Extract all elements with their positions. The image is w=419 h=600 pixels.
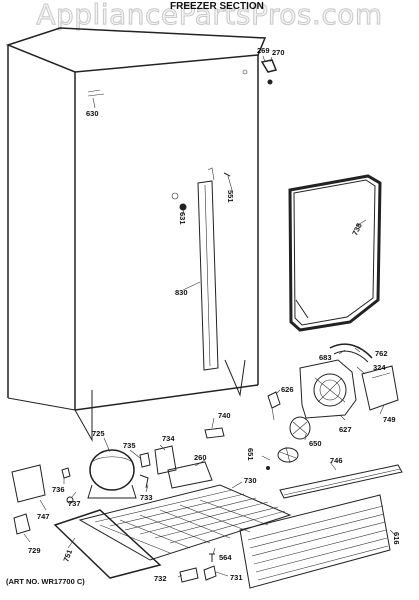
fan-blade-651 xyxy=(266,446,299,470)
section-title: FREEZER SECTION xyxy=(170,1,264,12)
screw-551 xyxy=(223,172,231,177)
callout-738: 738 xyxy=(350,222,363,237)
freezer-cabinet xyxy=(5,27,267,442)
callout-729: 729 xyxy=(28,546,41,555)
callout-746: 746 xyxy=(330,456,343,465)
condenser-coil-730 xyxy=(78,484,292,561)
cover-749 xyxy=(361,365,399,411)
part-729 xyxy=(13,513,31,535)
callout-630: 630 xyxy=(86,109,99,118)
callout-749: 749 xyxy=(383,415,396,424)
callout-751: 751 xyxy=(61,548,74,563)
callout-737: 737 xyxy=(68,499,81,508)
screw-564 xyxy=(209,553,215,562)
callout-733: 733 xyxy=(140,493,153,502)
callout-616: 616 xyxy=(392,532,401,545)
callout-324: 324 xyxy=(373,363,386,372)
callout-830: 830 xyxy=(175,288,188,297)
base-pan-751 xyxy=(53,509,162,579)
watermark: AppliancePartsPros.com xyxy=(36,0,383,32)
compressor-725 xyxy=(87,449,137,499)
grille-616 xyxy=(239,494,391,589)
callout-683: 683 xyxy=(319,353,332,362)
callout-650: 650 xyxy=(309,439,322,448)
callout-762: 762 xyxy=(375,349,388,358)
callout-269: 269 xyxy=(257,46,270,55)
leader-lines xyxy=(23,55,397,578)
fan-motor-650 xyxy=(289,416,311,440)
callout-260: 260 xyxy=(194,453,207,462)
bracket-747 xyxy=(11,464,46,503)
art-number: (ART NO. WR17700 C) xyxy=(6,577,85,586)
pad-732 xyxy=(179,567,199,583)
small-parts xyxy=(139,445,213,489)
channel-746 xyxy=(279,464,403,499)
center-mullion xyxy=(197,167,219,371)
plug-631 xyxy=(179,203,187,211)
callout-564: 564 xyxy=(219,553,232,562)
callout-731: 731 xyxy=(230,573,243,582)
callout-747: 747 xyxy=(37,512,50,521)
callout-736: 736 xyxy=(52,485,65,494)
callout-651: 651 xyxy=(246,448,255,461)
callout-734: 734 xyxy=(162,434,175,443)
callout-270: 270 xyxy=(272,48,285,57)
callout-732: 732 xyxy=(154,574,167,583)
duct-683 xyxy=(329,343,373,363)
hinge-269 xyxy=(260,59,278,85)
heater-loop-738 xyxy=(288,174,382,332)
callout-735: 735 xyxy=(123,441,136,450)
relay-740 xyxy=(204,427,225,439)
grommet-736 xyxy=(61,467,71,479)
callout-626: 626 xyxy=(281,385,294,394)
callout-631: 631 xyxy=(178,212,187,225)
callout-730: 730 xyxy=(244,476,257,485)
callout-740: 740 xyxy=(218,411,231,420)
fan-bracket-627 xyxy=(299,359,357,419)
callout-551: 551 xyxy=(226,190,235,203)
thermostat-626 xyxy=(267,391,281,421)
callout-627: 627 xyxy=(339,425,352,434)
nut-737 xyxy=(66,496,74,504)
callout-725: 725 xyxy=(92,429,105,438)
clip-731 xyxy=(203,565,217,581)
